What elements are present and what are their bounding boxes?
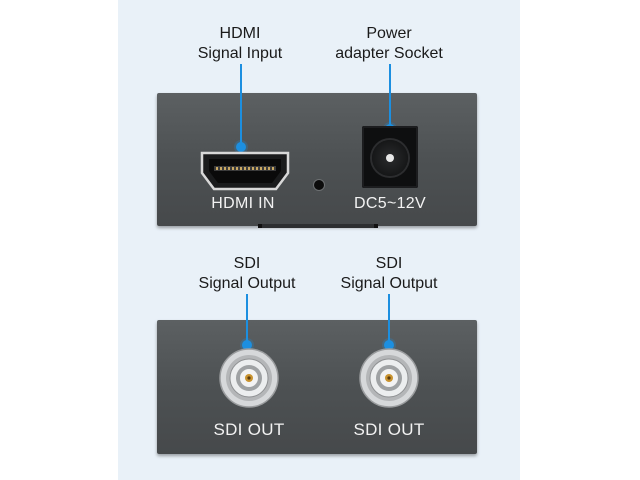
dc-socket-icon <box>362 126 418 188</box>
sdi-2-leader-dot <box>384 340 394 350</box>
dc-voltage-label: DC5~12V <box>354 195 426 212</box>
sdi-callout-1-line1: SDI <box>233 255 261 272</box>
bnc-connector-icon <box>359 348 419 408</box>
dc-socket-pin <box>386 154 394 162</box>
sdi-output-callout-1: SDI Signal Output <box>157 254 337 294</box>
hdmi-callout: HDMI Signal Input <box>150 24 330 64</box>
sdi-1-leader-dot <box>242 340 252 350</box>
power-leader-line <box>389 64 391 128</box>
bnc-connector-icon <box>219 348 279 408</box>
sdi-out-label-1: SDI OUT <box>213 420 285 439</box>
power-callout-line1: Power <box>366 25 412 42</box>
panel-edge <box>258 224 378 228</box>
power-callout-line2: adapter Socket <box>335 45 443 62</box>
hdmi-port-icon <box>200 151 290 191</box>
hdmi-leader-line <box>240 64 242 146</box>
sdi-out-label-2: SDI OUT <box>353 420 425 439</box>
hdmi-in-label: HDMI IN <box>211 195 275 212</box>
hdmi-callout-line2: Signal Input <box>197 45 283 62</box>
sdi-output-callout-2: SDI Signal Output <box>299 254 479 294</box>
panel-foot <box>374 224 378 228</box>
panel-foot <box>258 224 262 228</box>
sdi-callout-2-line2: Signal Output <box>340 275 438 292</box>
sdi-callout-1-line2: Signal Output <box>198 275 296 292</box>
device-bottom-panel <box>157 320 477 454</box>
sdi-2-leader-line <box>388 294 390 344</box>
sdi-callout-2-line1: SDI <box>375 255 403 272</box>
sdi-1-leader-line <box>246 294 248 344</box>
status-led-icon <box>314 180 324 190</box>
hdmi-callout-line1: HDMI <box>219 25 261 42</box>
hdmi-leader-dot <box>236 142 246 152</box>
power-callout: Power adapter Socket <box>299 24 479 64</box>
